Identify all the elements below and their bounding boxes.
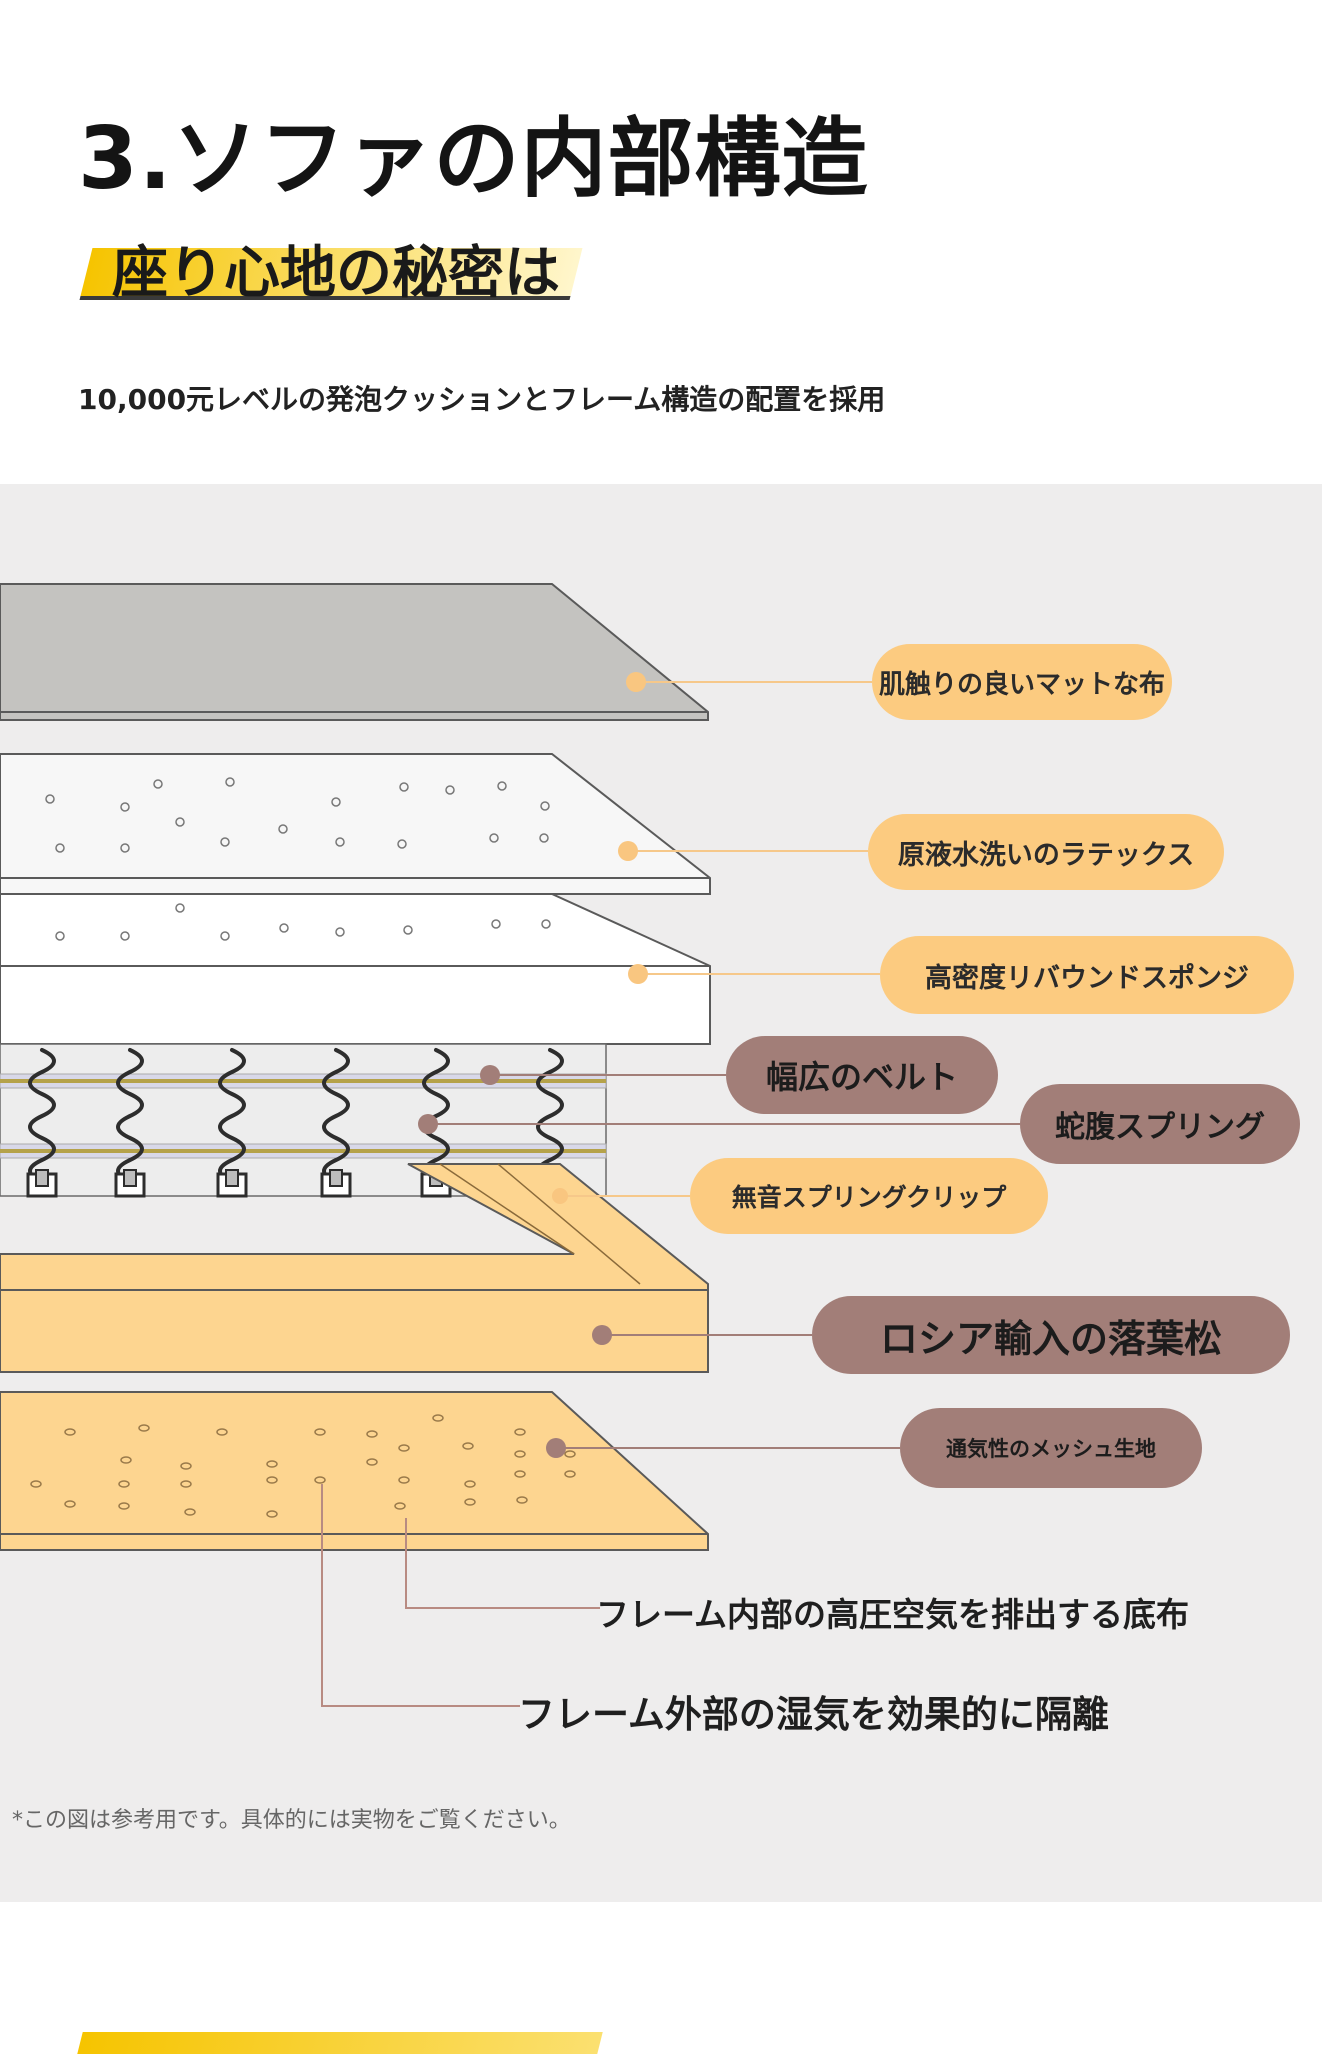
page-title: 3.ソファの内部構造 xyxy=(78,109,869,209)
next-section-heading-partial xyxy=(77,2032,603,2062)
label-inner-air: フレーム内部の高圧空気を排出する底布 xyxy=(596,1595,1190,1634)
label-mesh: 通気性のメッシュ生地 xyxy=(900,1408,1202,1488)
sponge-layer xyxy=(0,893,711,1045)
lead-text: 10,000元レベルの発泡クッションとフレーム構造の配置を採用 xyxy=(78,383,886,416)
larch-wood-frame xyxy=(0,1163,709,1373)
sofa-structure-diagram xyxy=(0,583,1020,1707)
subtitle: 座り心地の秘密は xyxy=(112,241,560,306)
label-clip: 無音スプリングクリップ xyxy=(690,1158,1048,1234)
label-sponge: 高密度リバウンドスポンジ xyxy=(880,936,1294,1014)
label-outer-moisture: フレーム外部の湿気を効果的に隔離 xyxy=(518,1693,1109,1736)
label-pine: ロシア輸入の落葉松 xyxy=(812,1296,1290,1374)
mesh-base-layer xyxy=(0,1391,709,1551)
label-fabric: 肌触りの良いマットな布 xyxy=(872,644,1172,720)
subtitle-banner: 座り心地の秘密は xyxy=(79,228,583,306)
label-belt: 幅広のベルト xyxy=(726,1036,998,1114)
structure-diagram-panel: 肌触りの良いマットな布 原液水洗いのラテックス 高密度リバウンドスポンジ 幅広の… xyxy=(0,484,1322,1902)
disclaimer-note: *この図は参考用です。具体的には実物をご覧ください。 xyxy=(12,1808,571,1833)
label-spring: 蛇腹スプリング xyxy=(1020,1084,1300,1164)
fabric-layer xyxy=(0,583,709,721)
label-latex: 原液水洗いのラテックス xyxy=(868,814,1224,890)
latex-layer xyxy=(0,753,711,895)
latex-perforations xyxy=(45,777,551,941)
